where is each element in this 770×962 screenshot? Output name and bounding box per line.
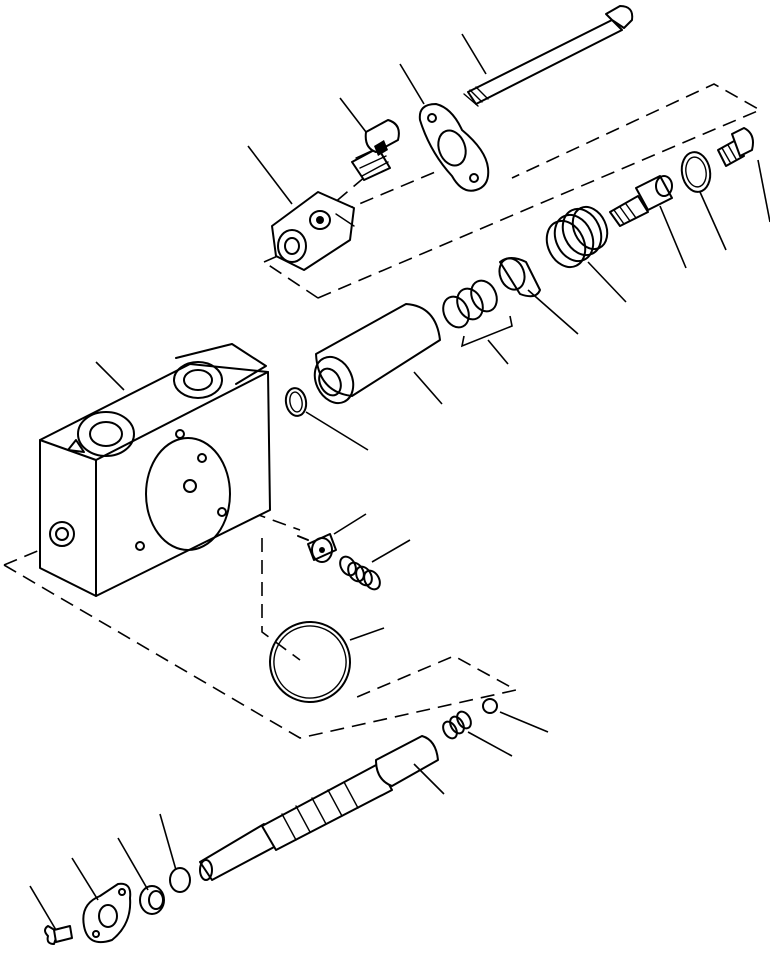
ball-spring	[442, 710, 472, 740]
poppet-piston	[297, 533, 337, 563]
end-flange	[82, 882, 132, 944]
o-ring-seal	[269, 621, 351, 703]
long-bolt	[463, 5, 634, 107]
valve-housing	[271, 191, 355, 271]
leader-lines	[29, 33, 770, 931]
cap-screw	[44, 925, 73, 945]
small-spring	[339, 555, 381, 591]
control-spool	[199, 735, 439, 881]
spool-cylinder	[313, 303, 441, 405]
o-ring-small	[680, 151, 712, 193]
washer-cap	[498, 257, 541, 298]
adapter-fitting	[609, 175, 673, 227]
valve-body	[39, 343, 271, 597]
bushing-seal	[139, 885, 165, 915]
banjo-screw	[717, 127, 754, 167]
mounting-flange	[418, 103, 490, 192]
o-ring-large	[284, 387, 308, 417]
seal-rings-set	[442, 279, 513, 348]
dashed-centerline	[261, 538, 301, 661]
coil-spring	[545, 205, 609, 269]
dashed-boundary-lower	[3, 549, 519, 739]
ball	[482, 698, 498, 714]
dashed-axis-spring	[189, 489, 301, 531]
o-ring-end	[169, 867, 191, 893]
sensor-fitting	[351, 119, 400, 181]
